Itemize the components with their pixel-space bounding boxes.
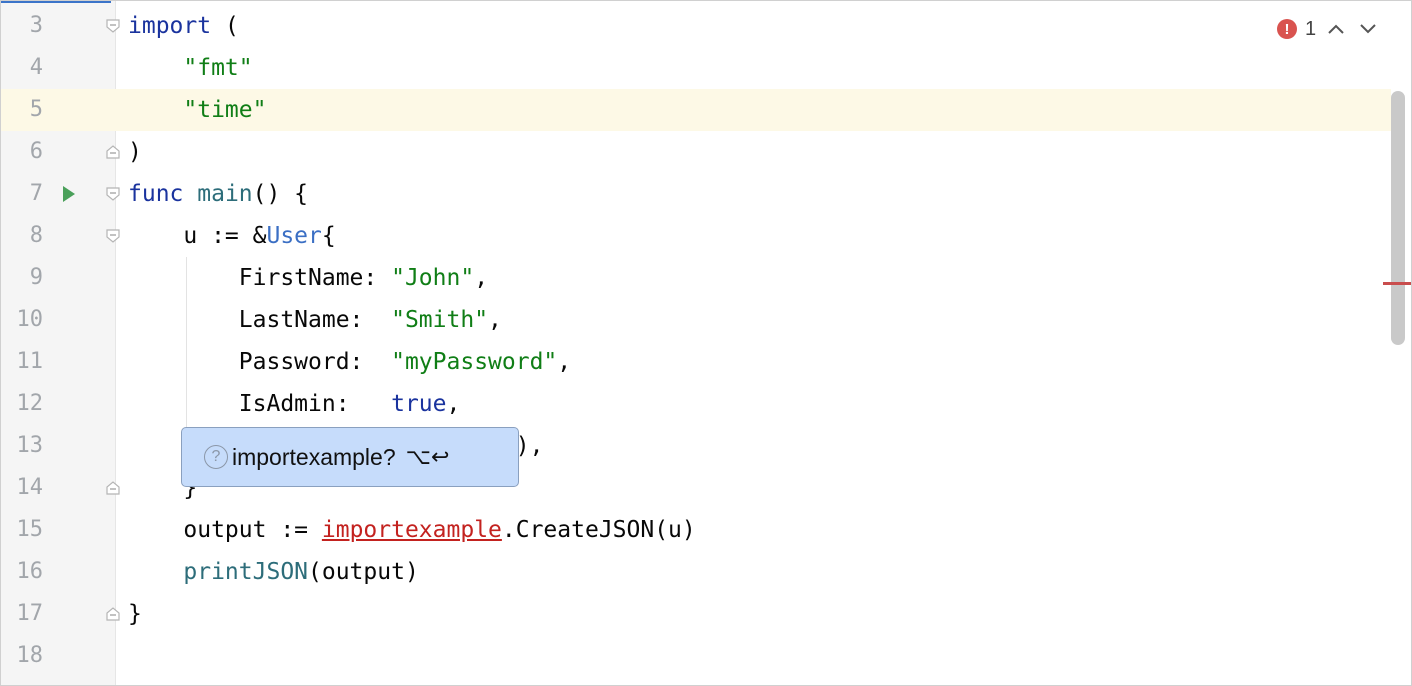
line-number[interactable]: 18 (16, 643, 44, 668)
code-token: import (128, 13, 212, 39)
code-text[interactable]: u := &User{ (128, 215, 336, 257)
code-token (183, 181, 197, 207)
fold-open-icon[interactable] (105, 228, 121, 244)
next-problem-button[interactable] (1356, 17, 1380, 41)
code-text[interactable]: IsAdmin: true, (128, 383, 461, 425)
line-number[interactable]: 17 (16, 601, 44, 626)
code-text[interactable]: func main() { (128, 173, 308, 215)
code-token: output := (128, 517, 322, 543)
code-token: "time" (183, 97, 267, 123)
active-tab-indicator (1, 1, 111, 3)
error-circle-icon[interactable]: ! (1277, 19, 1297, 39)
line-number[interactable]: 9 (29, 265, 43, 290)
code-line[interactable]: 4 "fmt" (1, 47, 1391, 89)
code-line[interactable]: 18 (1, 635, 1391, 677)
fold-close-icon[interactable] (105, 606, 121, 622)
line-number[interactable]: 8 (29, 223, 43, 248)
code-token: "myPassword" (391, 349, 558, 375)
code-text[interactable]: ) (128, 131, 142, 173)
line-number[interactable]: 10 (16, 307, 44, 332)
code-text[interactable]: printJSON(output) (128, 551, 419, 593)
run-icon[interactable] (61, 184, 77, 208)
code-line[interactable]: 17} (1, 593, 1391, 635)
code-token: { (321, 223, 336, 249)
code-line[interactable]: 8 u := &User{ (1, 215, 1391, 257)
error-stripe-marker[interactable] (1383, 282, 1411, 285)
code-token: "Smith" (391, 307, 489, 333)
chevron-up-icon (1328, 24, 1344, 34)
code-text[interactable]: FirstName: "John", (128, 257, 488, 299)
line-number[interactable]: 3 (29, 13, 43, 38)
code-token: "fmt" (183, 55, 253, 81)
error-count[interactable]: 1 (1305, 17, 1317, 40)
code-token: } (128, 601, 142, 627)
code-line[interactable]: 9 FirstName: "John", (1, 257, 1391, 299)
code-line[interactable]: 12 IsAdmin: true, (1, 383, 1391, 425)
indent-guide (186, 257, 187, 467)
code-token: , (446, 391, 461, 417)
code-token: User (266, 223, 322, 249)
code-text[interactable]: LastName: "Smith", (128, 299, 502, 341)
code-token: (output) (308, 559, 419, 585)
line-number[interactable]: 5 (29, 97, 43, 122)
code-token: func (128, 181, 184, 207)
code-line[interactable]: 15 output := importexample.CreateJSON(u) (1, 509, 1391, 551)
code-token: main (197, 181, 253, 207)
code-token: , (474, 265, 489, 291)
code-token: u := & (128, 223, 267, 249)
line-number[interactable]: 13 (16, 433, 44, 458)
previous-problem-button[interactable] (1324, 17, 1348, 41)
code-token: "John" (391, 265, 475, 291)
code-text[interactable]: "fmt" (128, 47, 253, 89)
code-token: true (391, 391, 447, 417)
code-line[interactable]: 10 LastName: "Smith", (1, 299, 1391, 341)
line-number[interactable]: 4 (29, 55, 43, 80)
code-token (128, 97, 183, 123)
code-text[interactable]: Password: "myPassword", (128, 341, 571, 383)
unresolved-reference: importexample (321, 517, 502, 543)
code-token: .CreateJSON(u) (501, 517, 696, 543)
code-line[interactable]: 6) (1, 131, 1391, 173)
line-number[interactable]: 14 (16, 475, 44, 500)
code-text[interactable]: output := importexample.CreateJSON(u) (128, 509, 696, 551)
line-number[interactable]: 6 (29, 139, 43, 164)
import-suggestion-label[interactable]: importexample? (232, 443, 396, 470)
code-line[interactable]: 3 import ( (1, 5, 1391, 47)
code-line[interactable]: 16 printJSON(output) (1, 551, 1391, 593)
fold-close-icon[interactable] (105, 480, 121, 496)
line-number[interactable]: 12 (16, 391, 44, 416)
import-shortcut: ⌥↩ (405, 444, 450, 469)
code-token: ) (128, 139, 142, 165)
code-token: () { (252, 181, 309, 207)
line-number[interactable]: 16 (16, 559, 44, 584)
code-token: Password: (128, 349, 392, 375)
code-token: IsAdmin: (128, 391, 392, 417)
code-token (128, 55, 183, 81)
code-token (128, 559, 183, 585)
code-token: , (557, 349, 572, 375)
code-text[interactable]: } (128, 593, 142, 635)
code-token: FirstName: (128, 265, 392, 291)
code-token: LastName: (128, 307, 392, 333)
code-token: ( (211, 13, 239, 39)
code-token: , (488, 307, 502, 333)
fold-open-icon[interactable] (105, 18, 121, 34)
line-number[interactable]: 11 (16, 349, 44, 374)
line-number[interactable]: 15 (16, 517, 44, 542)
fold-close-icon[interactable] (105, 144, 121, 160)
inspection-widget[interactable]: ! 1 (1277, 17, 1380, 41)
code-text[interactable]: "time" (128, 89, 266, 131)
line-number[interactable]: 7 (29, 181, 43, 206)
code-line[interactable]: 5 "time" (1, 89, 1391, 131)
question-icon: ? (204, 445, 228, 469)
code-line[interactable]: 7 func main() { (1, 173, 1391, 215)
fold-open-icon[interactable] (105, 186, 121, 202)
vertical-scrollbar-thumb[interactable] (1391, 91, 1405, 345)
code-line[interactable]: 11 Password: "myPassword", (1, 341, 1391, 383)
code-text[interactable]: import ( (128, 5, 239, 47)
chevron-down-icon (1360, 24, 1376, 34)
code-token: printJSON (183, 559, 309, 585)
auto-import-popup[interactable]: ? importexample? ⌥↩ (181, 427, 519, 487)
